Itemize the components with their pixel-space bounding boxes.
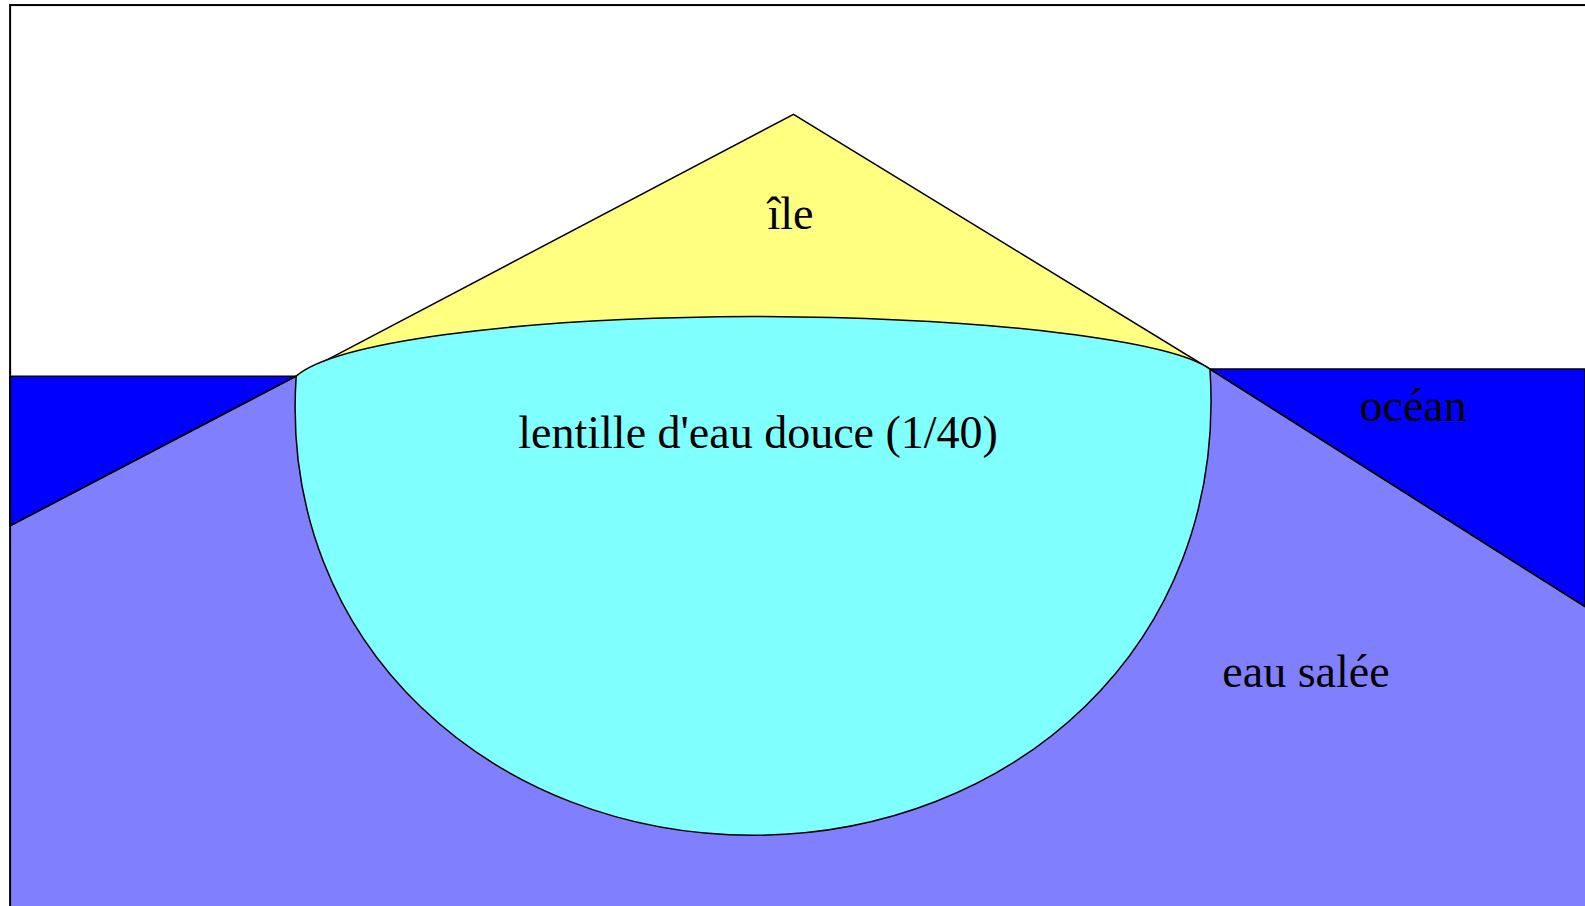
seabed-right <box>1210 369 1585 607</box>
ocean-left <box>10 376 296 526</box>
frame <box>10 5 1585 906</box>
ocean-label: océan <box>1360 381 1467 432</box>
seabed-left <box>10 376 296 526</box>
ocean-right <box>1210 369 1585 607</box>
freshwater-lens <box>295 316 1211 835</box>
island-label: île <box>767 189 813 240</box>
lens-label: lentille d'eau douce (1/40) <box>518 407 998 458</box>
salt-water-label: eau salée <box>1222 647 1389 698</box>
